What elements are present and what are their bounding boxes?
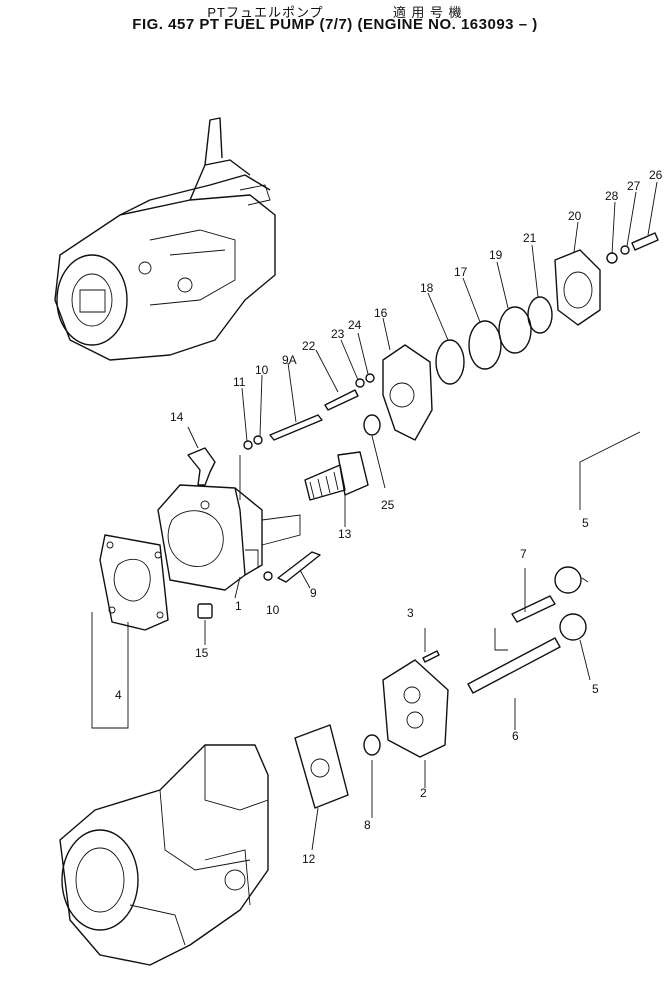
part-23-washer: [355, 378, 365, 388]
pump-assembly-top: [54, 117, 276, 361]
callout-6: 6: [512, 729, 519, 743]
part-12-gasket: [294, 724, 349, 809]
part-13-connector: [304, 451, 369, 501]
figure-title: FIG. 457 PT FUEL PUMP (7/7) (ENGINE NO. …: [132, 16, 538, 33]
callout-15: 15: [195, 646, 209, 660]
part-10-washer-upper: [253, 435, 263, 445]
header-jp-applicable: 適 用 号 機: [392, 5, 463, 20]
part-28-washer: [606, 252, 618, 264]
part-11-washer: [243, 440, 253, 450]
part-16-cover: [382, 344, 433, 441]
callout-12: 12: [302, 852, 316, 866]
callout-5-lower: 5: [592, 682, 599, 696]
callout-8: 8: [364, 818, 371, 832]
callout-2: 2: [420, 786, 427, 800]
callout-11: 11: [233, 375, 246, 389]
part-19-o-ring: [498, 306, 532, 354]
callout-17: 17: [454, 265, 468, 279]
part-9-bolt: [277, 551, 321, 583]
callout-9a: 9A: [282, 353, 297, 367]
callout-19: 19: [489, 248, 503, 262]
callout-23: 23: [331, 327, 345, 341]
part-20-flange: [554, 249, 601, 326]
part-17-plate: [468, 320, 502, 370]
part-24-washer: [365, 373, 375, 383]
callout-26: 26: [649, 168, 663, 182]
callout-18: 18: [420, 281, 434, 295]
callout-28: 28: [605, 189, 619, 203]
part-5-gear-lower: [559, 613, 587, 641]
callout-20: 20: [568, 209, 582, 223]
part-2-plate: [382, 659, 449, 758]
part-15-plug: [197, 603, 213, 619]
callout-4: 4: [115, 688, 122, 702]
callout-24: 24: [348, 318, 362, 332]
callout-3: 3: [407, 606, 414, 620]
pump-assembly-bottom: [59, 744, 269, 966]
part-10-washer-lower: [263, 571, 273, 581]
part-1-housing: [157, 484, 301, 591]
callout-13: 13: [338, 527, 352, 541]
part-3-pin: [422, 650, 440, 663]
part-4-gasket: [99, 534, 169, 631]
part-22-bolt: [324, 389, 359, 411]
part-26-bolt: [631, 232, 659, 251]
part-7-shaft: [511, 595, 556, 623]
callout-25: 25: [381, 498, 395, 512]
part-5-gear-upper: [554, 566, 582, 594]
callout-1: 1: [235, 599, 242, 613]
callout-10-upper: 10: [255, 363, 269, 377]
callout-labels: 1 2 3 4 5 5 6 7 8 9 9A 10 10 11 12 13 14…: [115, 168, 663, 866]
part-6-shaft: [467, 637, 561, 694]
callout-7: 7: [520, 547, 527, 561]
callout-9: 9: [310, 586, 317, 600]
callout-14: 14: [170, 410, 184, 424]
callout-16: 16: [374, 306, 388, 320]
header-japanese: PTフュエルポンプ 適 用 号 機: [0, 2, 670, 21]
part-14-elbow: [187, 447, 216, 486]
callout-27: 27: [627, 179, 641, 193]
callout-22: 22: [302, 339, 316, 353]
part-18-o-ring: [435, 339, 465, 385]
header-jp-title: PTフュエルポンプ: [207, 5, 324, 20]
part-8-bushing: [363, 734, 381, 756]
part-9a-bolt: [269, 414, 323, 441]
part-21-o-ring: [527, 296, 553, 334]
part-25-seal: [363, 414, 381, 436]
callout-21: 21: [523, 231, 537, 245]
callout-5-upper: 5: [582, 516, 589, 530]
callout-10-lower: 10: [266, 603, 280, 617]
part-27-washer: [620, 245, 630, 255]
leader-lines: [91, 181, 658, 851]
